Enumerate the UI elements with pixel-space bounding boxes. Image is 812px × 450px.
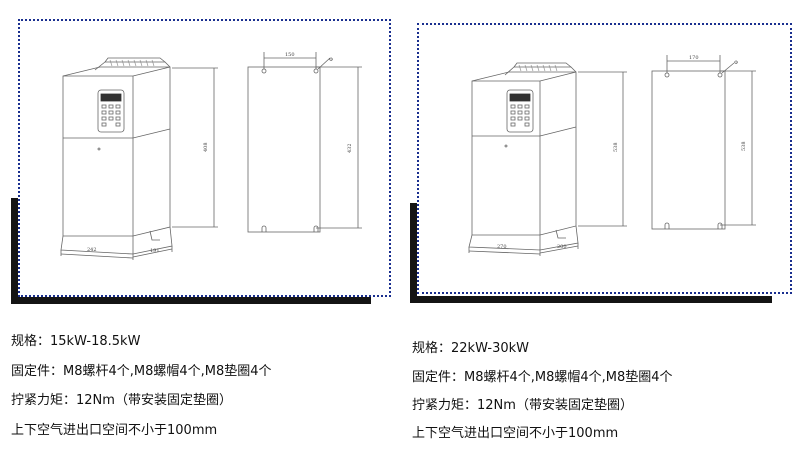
dim-height: 408 [203, 142, 209, 152]
spec-air-clearance: 上下空气进出口空间不小于100mm [11, 423, 218, 438]
spec-torque: 拧紧力矩：12Nm（带安装固定垫圈） [412, 398, 633, 413]
dim-front-width: 270 [497, 244, 507, 250]
dim-side-depth: 200 [557, 244, 567, 250]
spec-torque: 拧紧力矩：12Nm（带安装固定垫圈） [11, 393, 232, 408]
spec-fasteners: 固定件：M8螺杆4个,M8螺帽4个,M8垫圈4个 [11, 364, 272, 379]
dim-mount-width: 170 [689, 55, 699, 61]
inverter-drawing: 242 191 408 150 Φ 432 [60, 52, 362, 260]
dim-front-width: 242 [87, 247, 97, 253]
corner-bar-vertical [11, 198, 18, 304]
dim-height: 538 [613, 142, 619, 152]
dim-mount-width: 150 [285, 52, 295, 58]
spec-model: 规格：22kW-30kW [412, 341, 530, 356]
dim-mount-height: 432 [347, 143, 353, 153]
dim-hole: Φ [734, 60, 738, 66]
corner-bar-vertical [410, 203, 417, 299]
panel-right: 270 200 538 170 Φ 538 规格：22kW-30kW 固定件：M… [406, 0, 812, 450]
inverter-drawing: 270 200 538 170 Φ 538 [468, 55, 756, 256]
dim-hole: Φ [329, 57, 333, 63]
spec-air-clearance: 上下空气进出口空间不小于100mm [412, 426, 619, 441]
panel-left: 242 191 408 150 Φ 432 规格：15kW-18.5kW 固定件… [11, 19, 406, 444]
spec-list-left: 规格：15kW-18.5kW 固定件：M8螺杆4个,M8螺帽4个,M8垫圈4个 … [11, 334, 406, 444]
spec-model: 规格：15kW-18.5kW [11, 334, 141, 349]
dim-mount-height: 538 [741, 141, 747, 151]
corner-bar-horizontal [11, 297, 371, 304]
drawing-frame [18, 19, 391, 297]
dim-side-depth: 191 [150, 248, 160, 254]
corner-bar-horizontal [410, 296, 772, 303]
drawing-frame [417, 23, 792, 294]
spec-fasteners: 固定件：M8螺杆4个,M8螺帽4个,M8垫圈4个 [412, 370, 673, 385]
spec-list-right: 规格：22kW-30kW 固定件：M8螺杆4个,M8螺帽4个,M8垫圈4个 拧紧… [412, 341, 812, 446]
